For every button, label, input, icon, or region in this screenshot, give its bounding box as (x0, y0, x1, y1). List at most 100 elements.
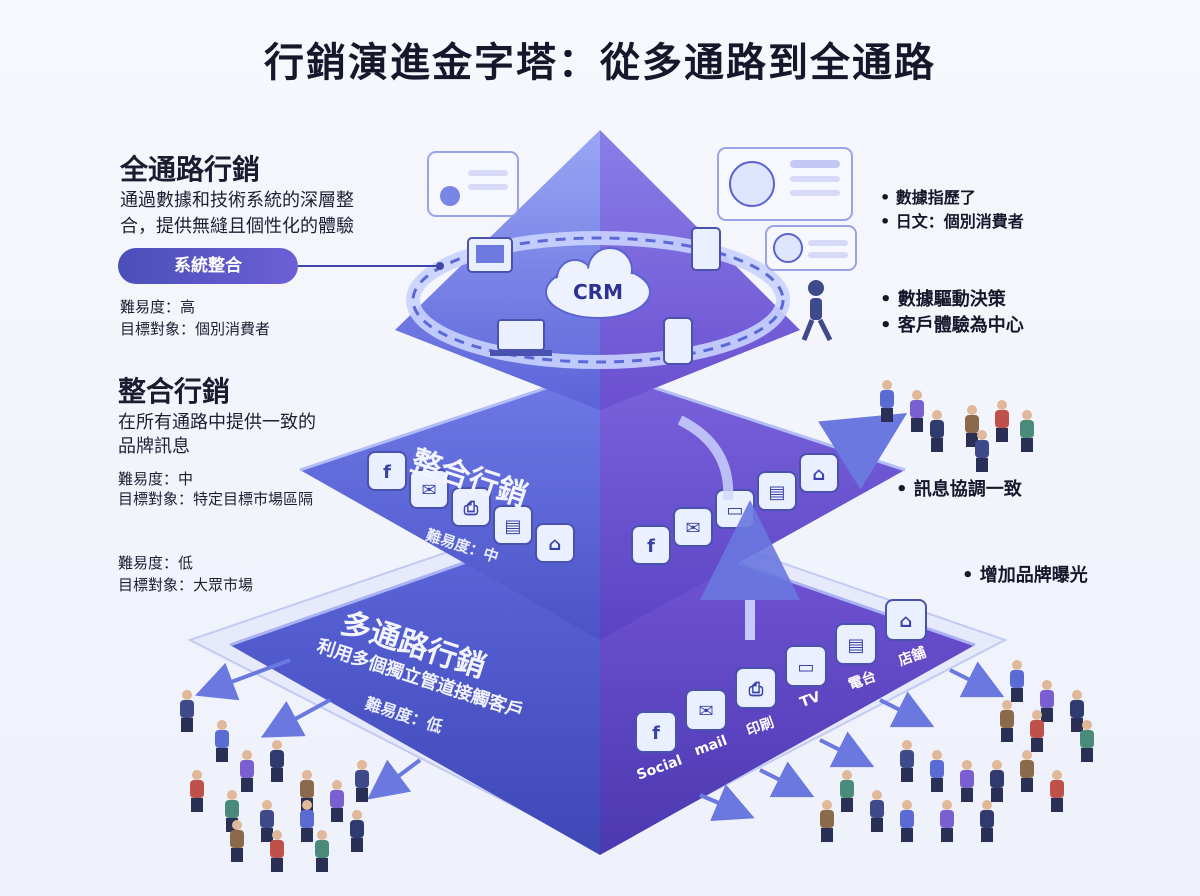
svg-text:f: f (647, 536, 655, 557)
crowd-person (1080, 720, 1094, 764)
bullet-individual-consumer: 日文：個別消費者 (880, 208, 1024, 236)
customer-profile-card (765, 225, 857, 271)
store-icon (535, 523, 575, 563)
crowd-person (930, 410, 944, 454)
crowd-person (900, 740, 914, 784)
laptop-icon (490, 319, 552, 356)
svg-text:⌂: ⌂ (549, 534, 562, 555)
integrated-desc-line1: 在所有通路中提供一致的 (118, 412, 316, 433)
crowd-person (910, 390, 924, 434)
crowd-person (215, 720, 229, 764)
bullet-data-history: 數據指歷了 (880, 184, 976, 212)
crowd-person (1040, 680, 1054, 724)
crowd-person (230, 820, 244, 864)
omni-desc-line1: 通過數據和技術系統的深層整 (120, 190, 354, 211)
radio-icon (493, 505, 533, 545)
tier-middle-left (300, 370, 600, 640)
crm-label: CRM (573, 280, 623, 304)
svg-text:✉: ✉ (685, 518, 700, 539)
tablet-icon (691, 227, 721, 271)
crowd-person (180, 690, 194, 734)
facebook-icon (367, 451, 407, 491)
svg-text:▭: ▭ (797, 657, 814, 678)
tv-icon (785, 645, 827, 687)
crowd-person (980, 800, 994, 844)
customer-profile-card (717, 147, 853, 221)
crowd-person (315, 830, 329, 874)
system-integration-pill: 系統整合 (118, 248, 298, 284)
crowd-person (1030, 710, 1044, 754)
bullet-data-driven: 數據驅動決策 (880, 286, 1006, 314)
svg-text:⎙: ⎙ (463, 498, 479, 519)
facebook-icon (635, 711, 677, 753)
bullet-brand-exposure: 增加品牌曝光 (962, 562, 1088, 590)
svg-text:▤: ▤ (768, 482, 785, 503)
bottom-channel-icons: f ✉ ⎙ ▭ ▤ ⌂ (635, 599, 927, 753)
svg-text:▤: ▤ (847, 635, 864, 656)
omni-heading: 全通路行銷 (120, 153, 261, 186)
svg-text:✉: ✉ (421, 480, 436, 501)
crowd-person (995, 400, 1009, 444)
crowd-person (900, 800, 914, 844)
crowd-person (960, 760, 974, 804)
integrated-desc-line2: 品牌訊息 (118, 436, 190, 457)
crowd-person (1020, 750, 1034, 794)
crowd-person (930, 750, 944, 794)
bullet-customer-centric: 客戶體驗為中心 (880, 312, 1024, 340)
bullet-message-consistency: 訊息協調一致 (896, 476, 1022, 504)
facebook-icon (631, 525, 671, 565)
analytics-card (427, 151, 519, 217)
crowd-person (1020, 410, 1034, 454)
svg-text:▤: ▤ (504, 516, 521, 537)
tier-bottom-right (600, 515, 975, 855)
crowd-person (940, 800, 954, 844)
integrated-difficulty: 難易度：中 (118, 470, 194, 488)
mail-icon (685, 689, 727, 731)
crowd-person (190, 770, 204, 814)
crowd-person (880, 380, 894, 424)
svg-text:f: f (383, 462, 391, 483)
printer-icon (451, 487, 491, 527)
omni-desc-line2: 合，提供無縫且個性化的體驗 (120, 216, 354, 237)
tier-bottom-left (230, 515, 600, 855)
svg-text:✉: ✉ (698, 701, 713, 722)
integrated-heading: 整合行銷 (118, 375, 231, 408)
crowd-person (1050, 770, 1064, 814)
store-icon (885, 599, 927, 641)
crowd-person (355, 760, 369, 804)
crowd-person (870, 790, 884, 834)
radio-icon (835, 623, 877, 665)
svg-text:⎙: ⎙ (748, 679, 764, 700)
omni-target: 目標對象：個別消費者 (120, 320, 271, 338)
crowd-person (1070, 690, 1084, 734)
crowd-person (270, 740, 284, 784)
crowd-person (990, 760, 1004, 804)
crowd-person (1010, 660, 1024, 704)
crowd-person (1000, 700, 1014, 744)
omni-difficulty: 難易度：高 (120, 298, 196, 316)
crowd-person (330, 780, 344, 824)
phone-icon (663, 317, 693, 365)
integrated-target: 目標對象：特定目標市場區隔 (118, 490, 314, 508)
svg-text:f: f (652, 723, 660, 744)
multi-difficulty: 難易度：低 (118, 554, 194, 572)
crowd-person (300, 800, 314, 844)
middle-icons-left: f ✉ ⎙ ▤ ⌂ (367, 451, 575, 563)
crm-cloud-icon (545, 247, 651, 319)
monitor-icon (467, 237, 513, 273)
mail-icon (409, 469, 449, 509)
page-title: 行銷演進金字塔：從多通路到全通路 (264, 40, 936, 86)
crowd-person (260, 800, 274, 844)
crowd-person (975, 430, 989, 474)
crowd-person (240, 750, 254, 794)
crowd-person (820, 800, 834, 844)
crowd-person (840, 770, 854, 814)
crowd-person (270, 830, 284, 874)
svg-text:⌂: ⌂ (900, 611, 913, 632)
crowd-person (350, 810, 364, 854)
printer-icon (735, 667, 777, 709)
person-icon (801, 280, 833, 342)
multi-target: 目標對象：大眾市場 (118, 576, 254, 594)
